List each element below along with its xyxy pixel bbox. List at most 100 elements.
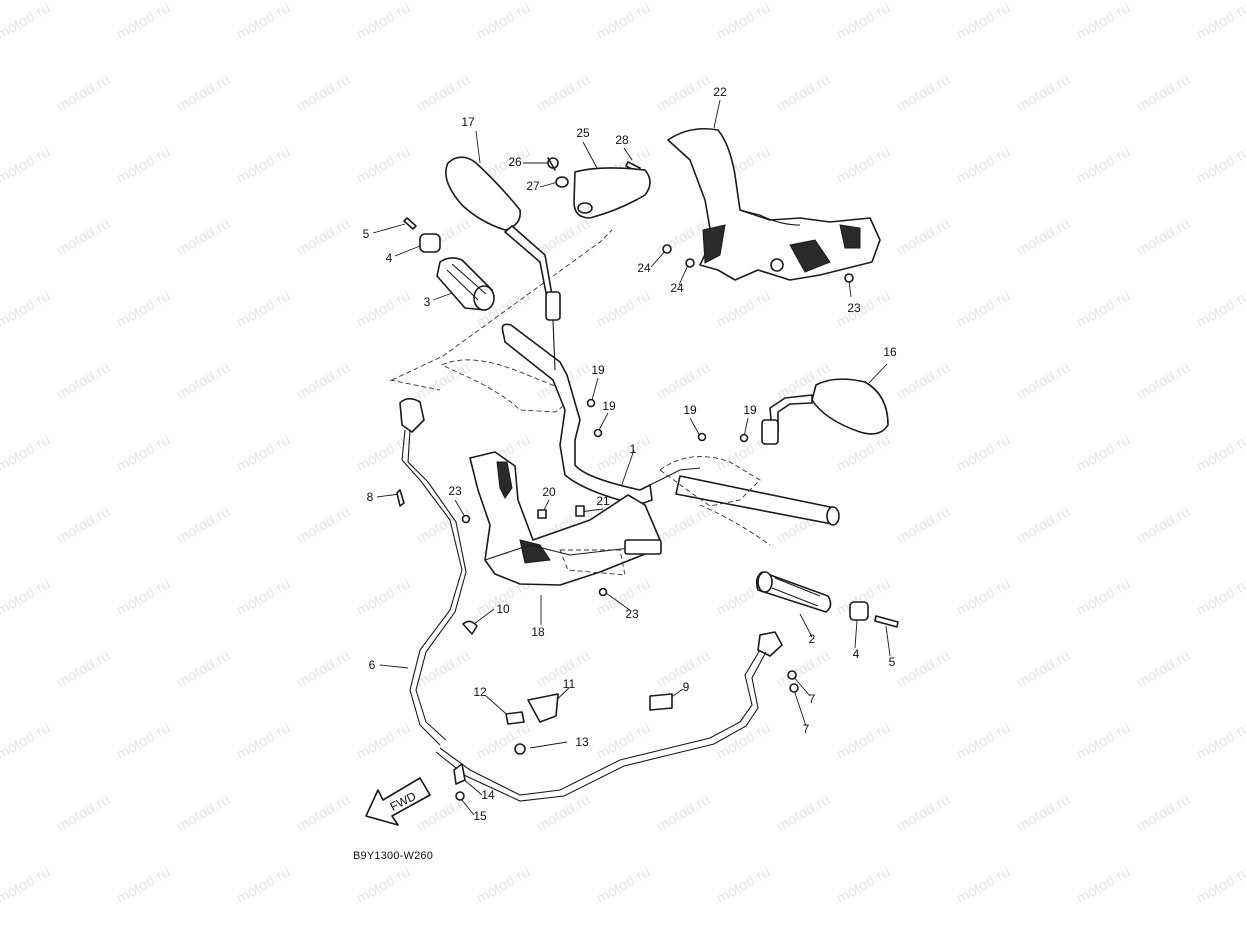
watermark-text: motod.ru <box>114 143 174 187</box>
watermark-text: motod.ru <box>834 863 894 907</box>
right-cable-assembly <box>435 631 799 802</box>
callout-22: 22 <box>713 85 727 99</box>
watermark-text: motod.ru <box>294 359 354 403</box>
watermark-text: motod.ru <box>954 143 1014 187</box>
callout-5: 5 <box>363 227 370 241</box>
fwd-arrow: FWD <box>365 777 431 826</box>
watermark-text: motod.ru <box>834 287 894 331</box>
watermark-text: motod.ru <box>294 503 354 547</box>
callout-24: 24 <box>670 281 684 295</box>
watermark-text: motod.ru <box>654 71 714 115</box>
watermark-text: motod.ru <box>654 503 714 547</box>
callout-19: 19 <box>683 403 697 417</box>
callout-28: 28 <box>615 133 629 147</box>
callout-19: 19 <box>591 363 605 377</box>
watermark-text: motod.ru <box>114 863 174 907</box>
watermark-text: motod.ru <box>234 863 294 907</box>
left-cable-assembly <box>396 397 467 746</box>
mirror-left <box>445 156 561 371</box>
watermark-text: motod.ru <box>234 287 294 331</box>
watermark-text: motod.ru <box>234 431 294 475</box>
watermark-text: motod.ru <box>594 431 654 475</box>
callout-20: 20 <box>542 485 556 499</box>
watermark-text: motod.ru <box>1194 575 1246 619</box>
watermark-text: motod.ru <box>594 0 654 43</box>
watermark-text: motod.ru <box>114 0 174 43</box>
callout-12: 12 <box>473 685 487 699</box>
callout-25: 25 <box>576 126 590 140</box>
watermark-text: motod.ru <box>1074 143 1134 187</box>
callout-17: 17 <box>461 115 475 129</box>
watermark-text: motod.ru <box>354 863 414 907</box>
watermark-text: motod.ru <box>0 863 53 907</box>
watermark-text: motod.ru <box>1014 71 1074 115</box>
watermark-text: motod.ru <box>714 287 774 331</box>
watermark-text: motod.ru <box>354 287 414 331</box>
watermark-text: motod.ru <box>174 359 234 403</box>
watermark-text: motod.ru <box>1014 503 1074 547</box>
right-grip-assembly <box>755 571 899 628</box>
watermark-text: motod.ru <box>954 431 1014 475</box>
callout-18: 18 <box>531 625 545 639</box>
callout-4: 4 <box>386 251 393 265</box>
watermark-text: motod.ru <box>354 719 414 763</box>
watermark-text: motod.ru <box>114 719 174 763</box>
watermark-text: motod.ru <box>774 71 834 115</box>
left-grip-assembly <box>403 217 495 311</box>
callout-1: 1 <box>630 442 637 456</box>
callout-5: 5 <box>889 655 896 669</box>
watermark-text: motod.ru <box>1134 791 1194 835</box>
watermark-text: motod.ru <box>834 143 894 187</box>
watermark-text: motod.ru <box>114 287 174 331</box>
callout-23: 23 <box>625 607 639 621</box>
callout-16: 16 <box>883 345 897 359</box>
callout-14: 14 <box>481 788 495 802</box>
callout-15: 15 <box>473 809 487 823</box>
callout-26: 26 <box>508 155 522 169</box>
watermark-text: motod.ru <box>1074 431 1134 475</box>
watermark-text: motod.ru <box>1014 647 1074 691</box>
watermark-text: motod.ru <box>294 215 354 259</box>
watermark-text: motod.ru <box>954 0 1014 43</box>
watermark-text: motod.ru <box>0 719 53 763</box>
callout-27: 27 <box>526 179 540 193</box>
watermark-text: motod.ru <box>0 287 53 331</box>
callout-3: 3 <box>424 295 431 309</box>
watermark-text: motod.ru <box>114 431 174 475</box>
watermark-text: motod.ru <box>1014 791 1074 835</box>
watermark-text: motod.ru <box>714 0 774 43</box>
watermark-text: motod.ru <box>294 791 354 835</box>
watermark-text: motod.ru <box>1074 575 1134 619</box>
watermark-text: motod.ru <box>0 431 53 475</box>
watermark-text: motod.ru <box>174 215 234 259</box>
watermark-text: motod.ru <box>414 647 474 691</box>
callout-9: 9 <box>683 680 690 694</box>
watermark-text: motod.ru <box>594 575 654 619</box>
watermark-text: motod.ru <box>1194 431 1246 475</box>
watermark-text: motod.ru <box>894 359 954 403</box>
watermark-text: motod.ru <box>234 0 294 43</box>
watermark-text: motod.ru <box>1194 0 1246 43</box>
watermark-text: motod.ru <box>234 719 294 763</box>
watermark-text: motod.ru <box>1074 863 1134 907</box>
callout-6: 6 <box>369 658 376 672</box>
watermark-text: motod.ru <box>1134 71 1194 115</box>
watermark-text: motod.ru <box>174 503 234 547</box>
watermark-text: motod.ru <box>354 143 414 187</box>
watermark-text: motod.ru <box>54 359 114 403</box>
watermark-text: motod.ru <box>234 575 294 619</box>
watermark-text: motod.ru <box>1194 719 1246 763</box>
watermark-text: motod.ru <box>1134 503 1194 547</box>
watermark-text: motod.ru <box>474 0 534 43</box>
watermark-text: motod.ru <box>594 719 654 763</box>
watermark-text: motod.ru <box>534 791 594 835</box>
watermark-text: motod.ru <box>714 863 774 907</box>
watermark-text: motod.ru <box>174 791 234 835</box>
watermark-text: motod.ru <box>714 719 774 763</box>
watermark-text: motod.ru <box>774 791 834 835</box>
watermark-text: motod.ru <box>954 575 1014 619</box>
watermark-text: motod.ru <box>174 647 234 691</box>
watermark-text: motod.ru <box>1074 287 1134 331</box>
